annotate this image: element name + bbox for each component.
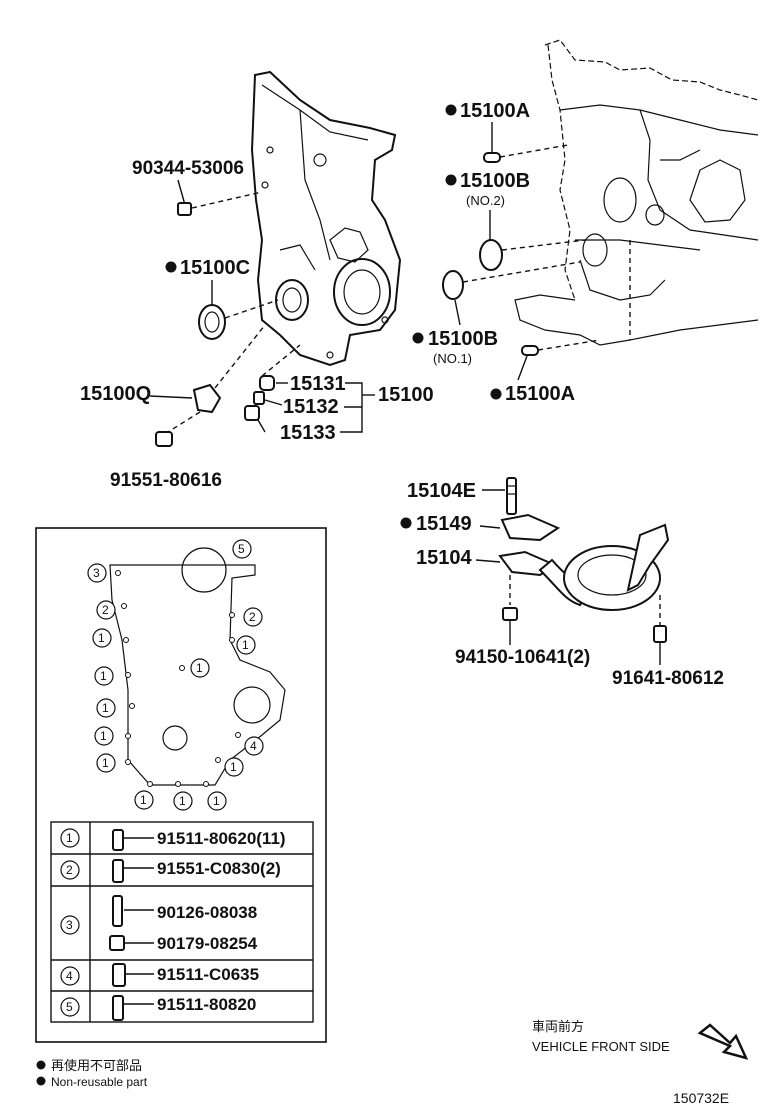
part-note-no2: (NO.2) <box>466 193 505 208</box>
part-15100Q-group: 15100Q 91551-80616 <box>80 324 266 491</box>
plug-icon <box>259 375 275 391</box>
callout-1h: 1 <box>230 760 237 774</box>
callout-1e: 1 <box>102 701 109 715</box>
callout-2b: 2 <box>249 610 256 624</box>
dowel-pin-icon <box>483 152 501 163</box>
bolt-icon <box>112 963 126 987</box>
table-part-91511-C0635: 91511-C0635 <box>157 965 259 984</box>
non-reusable-marker-icon <box>412 332 424 344</box>
non-reusable-marker-icon <box>165 261 177 273</box>
part-note-no1: (NO.1) <box>433 351 472 366</box>
callout-1j: 1 <box>179 794 186 808</box>
part-number-15104: 15104 <box>416 547 472 569</box>
part-number-15100C: 15100C <box>180 257 250 279</box>
table-num-5: 5 <box>66 1000 73 1014</box>
part-number-15100A-top: 15100A <box>460 100 530 122</box>
oil-seal-icon <box>198 304 226 340</box>
gasket-icon <box>500 513 561 542</box>
direction-label-jp: 車両前方 <box>532 1019 584 1034</box>
part-15100-assembly-group: 15131 15132 15133 15100 <box>244 344 434 444</box>
part-number-15131: 15131 <box>290 373 346 395</box>
part-number-15133: 15133 <box>280 422 336 444</box>
part-number-15149: 15149 <box>416 513 472 535</box>
bolt-icon <box>112 829 124 851</box>
part-number-15100Q: 15100Q <box>80 383 151 405</box>
figure-id: 150732E <box>673 1090 729 1106</box>
callout-1k: 1 <box>213 794 220 808</box>
timing-cover-illustration <box>250 70 402 367</box>
callout-1b: 1 <box>242 638 249 652</box>
table-num-3: 3 <box>66 918 73 932</box>
bolt-icon <box>112 859 124 883</box>
cover-opening <box>181 547 227 593</box>
non-reusable-marker-icon <box>490 388 502 400</box>
callout-1c: 1 <box>196 661 203 675</box>
part-number-94150-10641: 94150-10641(2) <box>455 647 590 668</box>
stud-icon <box>506 477 517 515</box>
non-reusable-marker-icon <box>400 517 412 529</box>
table-num-4: 4 <box>66 969 73 983</box>
part-number-91551-80616: 91551-80616 <box>110 470 222 491</box>
legend: 再使用不可部品 Non-reusable part <box>36 1058 148 1089</box>
plug-icon <box>177 202 192 216</box>
part-15100C-group: 15100C <box>165 257 279 340</box>
legend-en: Non-reusable part <box>51 1075 148 1089</box>
part-number-15100B-no1: 15100B <box>428 328 498 350</box>
o-ring-icon <box>442 270 464 300</box>
table-num-1: 1 <box>66 831 73 845</box>
callout-3: 3 <box>93 566 100 580</box>
callout-4: 4 <box>250 739 257 753</box>
bolt-icon <box>112 995 124 1021</box>
table-part-91551-C0830: 91551-C0830(2) <box>157 859 281 878</box>
part-15100A-top-group: 15100A <box>445 100 569 163</box>
callout-markers: 5 3 2 2 1 1 1 1 1 1 1 4 1 1 1 1 <box>87 539 264 811</box>
arrow-down-right-icon <box>697 1023 749 1060</box>
part-number-15100A-bottom: 15100A <box>505 383 575 405</box>
part-15100B-no1-group: 15100B (NO.1) <box>412 261 581 366</box>
non-reusable-marker-icon <box>36 1060 46 1070</box>
oil-strainer-group: 15104E 15149 15104 94150-10641(2) 91641-… <box>400 477 724 689</box>
part-number-91641-80612: 91641-80612 <box>612 668 724 689</box>
part-15100A-bottom-group: 15100A <box>490 339 601 405</box>
engine-block-illustration <box>514 39 759 346</box>
table-part-91511-80620: 91511-80620(11) <box>157 829 286 848</box>
non-reusable-marker-icon <box>36 1076 46 1086</box>
part-number-15104E: 15104E <box>407 480 476 502</box>
stud-icon <box>112 895 123 927</box>
part-number-15132: 15132 <box>283 396 339 418</box>
callout-1a: 1 <box>98 631 105 645</box>
vehicle-front-indicator: 車両前方 VEHICLE FRONT SIDE <box>532 1019 749 1060</box>
part-number-90344-53006: 90344-53006 <box>132 158 244 179</box>
table-part-90126-08038: 90126-08038 <box>157 903 257 922</box>
spring-icon <box>253 391 265 405</box>
o-ring-icon <box>479 239 503 271</box>
non-reusable-marker-icon <box>445 174 457 186</box>
table-part-90179-08254: 90179-08254 <box>157 934 258 953</box>
non-reusable-marker-icon <box>445 104 457 116</box>
legend-jp: 再使用不可部品 <box>51 1058 142 1073</box>
table-num-2: 2 <box>66 863 73 877</box>
callout-1d: 1 <box>100 669 107 683</box>
callout-5: 5 <box>238 542 245 556</box>
bolt-icon <box>155 431 173 447</box>
part-15100B-no2-group: 15100B (NO.2) <box>445 170 586 271</box>
valve-icon <box>192 383 222 414</box>
bolt-icon <box>244 405 260 421</box>
nut-icon <box>502 607 518 621</box>
table-part-91511-80820: 91511-80820 <box>157 995 256 1014</box>
nut-icon <box>109 935 125 951</box>
part-90344-group: 90344-53006 <box>132 158 263 216</box>
direction-label-en: VEHICLE FRONT SIDE <box>532 1039 670 1054</box>
part-number-15100: 15100 <box>378 384 434 406</box>
detail-box: 5 3 2 2 1 1 1 1 1 1 1 4 1 1 1 1 <box>35 527 327 1043</box>
bolt-icon <box>653 625 667 643</box>
dowel-pin-icon <box>521 345 539 356</box>
part-number-15100B-no2: 15100B <box>460 170 530 192</box>
fastener-table: 1 91511-80620(11) 2 91551-C0830(2) 3 901… <box>50 821 314 1023</box>
callout-1f: 1 <box>100 729 107 743</box>
callout-2: 2 <box>102 603 109 617</box>
callout-1g: 1 <box>102 756 109 770</box>
callout-1i: 1 <box>140 793 147 807</box>
